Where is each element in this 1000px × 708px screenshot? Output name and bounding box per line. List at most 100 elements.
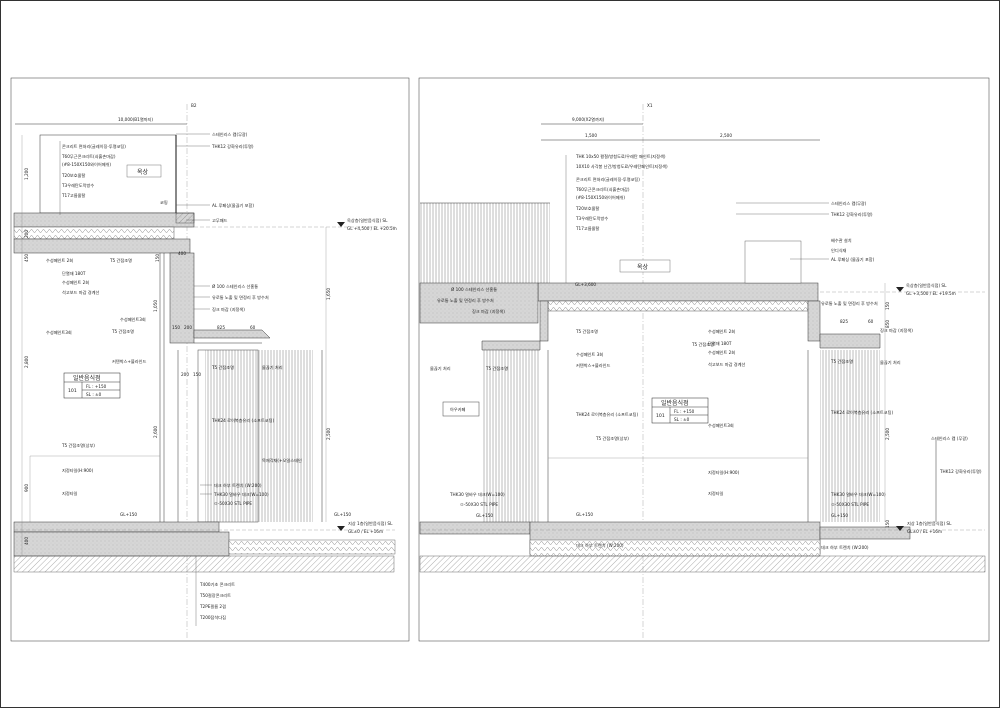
notes-right-right: 스테인리스 캡(무광) THK12 강화유리(투명) 배수관 설치 인디식재 A… xyxy=(736,200,982,475)
annotation-label: 825 xyxy=(840,319,848,324)
grid-mark-left: B2 xyxy=(191,103,197,108)
dim-top-right: 9,000(X2열까지) xyxy=(572,116,605,123)
annotation-label: 데크 하부 트렌치 (W:200) xyxy=(576,542,624,549)
annotation-label: 2,500 xyxy=(885,428,890,440)
dims-horizontal-left: 400 150 200 825 60 200 150 xyxy=(172,251,256,377)
annotation-label: Ø 100 스테인리스 선홈통 xyxy=(451,286,497,293)
annotation-label: T17고름몰탈 xyxy=(575,225,599,231)
room-name-left: 일반음식점 xyxy=(73,374,101,382)
room-sl-right: SL : ±0 xyxy=(674,417,690,422)
annotation-label: (#8-150X150와이어메쉬) xyxy=(62,161,111,168)
annotation-label: T17고름몰탈 xyxy=(61,192,85,198)
annotation-label: T5 간접조명 xyxy=(691,341,714,347)
annotation-label: 150 xyxy=(885,302,890,310)
annotation-label: 스테인리스 캡(무광) xyxy=(831,200,867,207)
annotation-label: 150 xyxy=(193,372,201,377)
annotation-label: 825 xyxy=(217,325,225,330)
roof-label-right: 옥상 xyxy=(637,263,649,271)
annotation-label: 데크 하부 트렌치 (W:200) xyxy=(821,544,869,551)
roof-label-left: 옥상 xyxy=(137,168,149,176)
annotation-label: T20보호몰탈 xyxy=(61,172,85,178)
annotation-label: 1,050 xyxy=(153,300,158,312)
dims-right: 150 850 2,500 150 825 60 xyxy=(840,283,890,528)
right-section-panel: X1 9,000(X2열까지) 1,500 2,500 옥상 GL+3,600 … xyxy=(418,77,990,642)
annotation-label: THK12 강화유리(투명) xyxy=(211,143,254,150)
dim-a-right: 1,500 xyxy=(585,133,597,138)
level-roof-right: 옥상층(일반음식점) SL xyxy=(906,282,947,289)
annotation-label: 수성페인트 2회 xyxy=(708,328,735,335)
annotation-label: 450 xyxy=(24,254,29,262)
annotation-label: 400 xyxy=(24,537,29,545)
annotation-label: 유로통 노출 및 면정리 후 방수처 xyxy=(212,294,269,301)
annotation-label: 지정타일(H:900) xyxy=(708,469,740,476)
annotation-label: GL+150 xyxy=(831,513,848,518)
room-sl-left: SL : ±0 xyxy=(86,392,102,397)
level-ground-right: 지상 1층(일반음식점) SL xyxy=(907,520,952,527)
annotation-label: 물끊기 처리 xyxy=(262,364,283,371)
annotation-label: T5 간접조명 xyxy=(575,328,598,334)
annotation-label: 지정타일 xyxy=(62,490,78,497)
notes-left-right: Ø 100 스테인리스 선홈통 유로통 노출 및 면정리 후 방수처 징크 마감… xyxy=(430,286,610,518)
grid-mark-right: X1 xyxy=(647,103,653,108)
annotation-label: T60무근콘크리트(쇠흙손마감) xyxy=(575,186,630,193)
annotation-label: 900 xyxy=(24,484,29,492)
annotation-label: 60 xyxy=(868,319,874,324)
annotation-label: 200 xyxy=(184,325,192,330)
gl3600-right: GL+3,600 xyxy=(575,282,596,287)
level-roof-el-right: GL +3,500 / EL +19.5m xyxy=(906,291,956,296)
annotation-label: 2,500 xyxy=(326,428,331,440)
annotation-label: AL 루페싱 (물끊기 포함) xyxy=(831,256,875,263)
annotation-label: AL 루페싱(물끊기 포함) xyxy=(212,202,254,209)
annotation-label: T5 간접조명 xyxy=(211,364,234,370)
annotation-label: 고무패드 xyxy=(212,217,228,224)
annotation-label: 커텐박스+블라인드 xyxy=(576,362,610,369)
annotation-label: 물끊기 처리 xyxy=(430,365,451,372)
annotation-label: T5 간접조명 xyxy=(830,358,853,364)
annotation-label: GL+150 xyxy=(576,512,593,517)
level-roof-left: 옥상층(일반음식점) SL xyxy=(347,217,388,224)
annotation-label: 콘크리트 면처리(글레이징-투명코팅) xyxy=(62,143,126,150)
room-tag-right: 일반음식점 101 FL : +150 SL : ±0 xyxy=(651,397,709,424)
level-ground-left: 지상 1층(일반음식점) SL xyxy=(348,520,393,527)
annotation-label: T5 간접조명 xyxy=(109,257,132,263)
room-no-right: 101 xyxy=(656,413,665,419)
gl150-left: GL+150 xyxy=(120,512,137,517)
left-section-panel: B2 10,000(B1열까지) 옥상 옥상층(일반음식점) SL GL +4,… xyxy=(10,77,410,642)
annotation-label: 200 xyxy=(24,230,29,238)
annotation-label: 스테인리스 캡 (무광) xyxy=(931,435,968,442)
annotation-label: 석고보드 마감 경계선 xyxy=(62,289,99,296)
annotation-label: T200잡석다짐 xyxy=(199,614,226,621)
annotation-label: 수성페인트 2회 xyxy=(46,257,73,264)
annotation-label: T50절장콘크리트 xyxy=(199,592,231,599)
notes-bottom-left: 데크 하부 트렌치 (W:200) THK30 멀바우 데크(W=100) ㅁ-… xyxy=(200,482,269,506)
room-name-right: 일반음식점 xyxy=(661,399,689,407)
annotation-label: 단열재 180T xyxy=(708,340,732,347)
room-fl-left: FL : +150 xyxy=(86,384,107,389)
annotation-label: 징크 마감 (지정색) xyxy=(880,327,913,334)
annotation-label: 데크 하부 트렌치 (W:200) xyxy=(214,482,262,489)
annotation-label: 150 xyxy=(885,520,890,528)
annotation-label: 850 xyxy=(885,320,890,328)
room-tag-left: 일반음식점 101 FL : +150 SL : ±0 xyxy=(63,372,121,399)
annotation-label: 수성페인트3회 xyxy=(46,329,72,336)
annotation-label: 1,650 xyxy=(326,288,331,300)
annotation-label: (#8-150X150와이어메쉬) xyxy=(576,194,625,201)
annotation-label: ㅁ-50X30 STL PIPE xyxy=(214,501,252,506)
annotation-label: 석고보드 마감 경계선 xyxy=(708,361,745,368)
annotation-label: 2,600 xyxy=(153,426,158,438)
annotation-label: T5 간접조명(상부) xyxy=(61,442,95,449)
gl150b-left: GL+150 xyxy=(334,512,351,517)
annotation-label: 60 xyxy=(250,325,256,330)
foundation-notes-left: T400기초 콘크리트 T50절장콘크리트 T2PE필름 2겹 T200잡석다짐 xyxy=(195,556,235,626)
dim-top-left: 10,000(B1열까지) xyxy=(118,116,153,123)
annotation-label: 커텐박스+블라인드 xyxy=(112,358,146,365)
room-fl-right: FL : +150 xyxy=(674,409,695,414)
annotation-label: 단열재 180T xyxy=(62,270,86,277)
annotation-label: ㅁ-50X30 STL PIPE xyxy=(460,502,498,507)
annotation-label: THK30 멀바우 데크(W=100) xyxy=(830,491,886,498)
annotation-label: 10X10 사각봉 난간/방청도료/우레탄페인트(지정색) xyxy=(576,163,668,170)
annotation-label: 수성페인트3회 xyxy=(708,422,734,429)
annotation-label: THK24 로이복층유리 (소프트코팅) xyxy=(575,411,638,418)
annotation-label: ㅁ-50X30 STL PIPE xyxy=(831,502,869,507)
annotation-label: 배수관 설치 xyxy=(831,237,852,244)
